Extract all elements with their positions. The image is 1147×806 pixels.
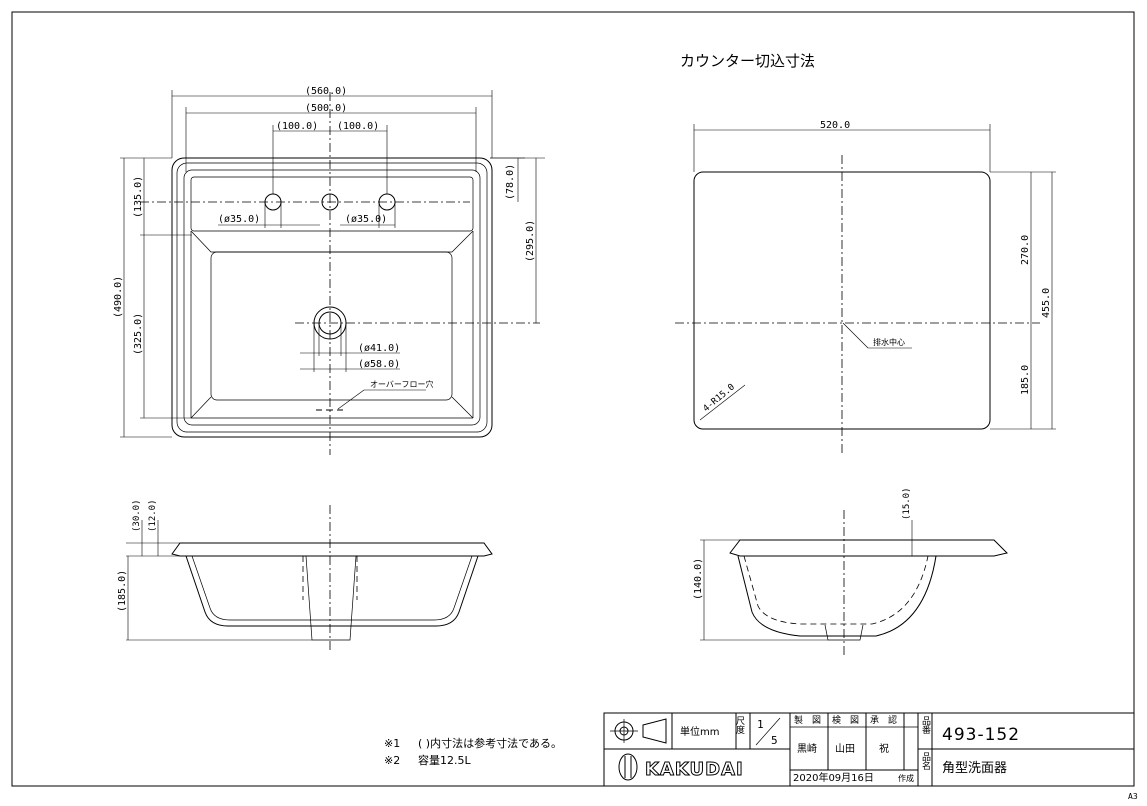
dim-cutout-back: 185.0 <box>1020 365 1031 395</box>
front-bowl <box>185 555 479 627</box>
title-block: 単位mm 尺度 1 5 製 図 検 図 承 認 黒崎 山田 祝 2020年09月… <box>603 712 1135 787</box>
cutout-title: カウンター切込寸法 <box>680 52 815 70</box>
dim-hole-offset: (78.0) <box>505 164 516 200</box>
part-name-label: 品名 <box>920 752 931 771</box>
unit-label: 単位mm <box>680 725 719 738</box>
dim-overall-depth: (490.0) <box>113 276 124 318</box>
note-1-text: ( )内寸法は参考寸法である。 <box>418 736 562 750</box>
side-rim <box>729 539 1008 557</box>
drain-center-label: 排水中心 <box>873 337 905 347</box>
dim-hole-from-top: (135.0) <box>133 176 144 218</box>
dim-drain-dia-outer: (ø58.0) <box>358 359 400 370</box>
dim-cutout-depth: 455.0 <box>1041 288 1052 318</box>
part-no: 493-152 <box>942 725 1020 745</box>
projection-symbol-icon <box>610 718 667 744</box>
dim-drain-to-bottom: (325.0) <box>133 313 144 355</box>
basin-deck <box>190 176 474 232</box>
date-suffix: 作成 <box>898 773 914 783</box>
dim-front-bowl-depth: (185.0) <box>117 570 128 612</box>
check-name: 山田 <box>835 743 855 755</box>
dim-hole-dia-right: (ø35.0) <box>345 214 387 225</box>
dim-cutout-front: 270.0 <box>1020 235 1031 265</box>
scale-numerator: 1 <box>757 718 764 731</box>
dim-overall-width: (560.0) <box>305 86 347 97</box>
dim-hole-pitch-right: (100.0) <box>337 121 379 132</box>
made-label: 製 図 <box>794 714 821 726</box>
approve-label: 承 認 <box>870 714 897 726</box>
date: 2020年09月16日 <box>793 771 874 784</box>
scale-label: 尺度 <box>734 716 745 735</box>
side-bowl <box>737 555 937 637</box>
side-drain <box>824 624 864 641</box>
dim-rim-thickness: (12.0) <box>148 499 158 532</box>
faucet-hole-center <box>321 193 339 211</box>
front-rim <box>171 542 493 557</box>
top-view: (560.0) (500.0) (100.0) (100.0) (ø35.0) … <box>113 86 545 455</box>
note-2-mark: ※2 <box>384 754 400 767</box>
dim-side-rim-offset: (15.0) <box>902 487 912 520</box>
approve-name: 祝 <box>879 742 889 755</box>
note-2-text: 容量12.5L <box>418 753 471 767</box>
scale-denominator: 5 <box>771 734 778 747</box>
made-name: 黒崎 <box>797 742 817 755</box>
basin-outer-rim <box>171 157 493 438</box>
overflow-label: オーバーフロー穴 <box>370 379 433 389</box>
brand-name: KAKUDAI <box>645 759 744 780</box>
part-no-label: 品番 <box>920 716 931 734</box>
dim-hole-pitch-left: (100.0) <box>276 121 318 132</box>
dim-cutout-width: 520.0 <box>820 120 850 131</box>
dim-rim-height: (30.0) <box>132 499 142 532</box>
dim-drain-from-top: (295.0) <box>525 220 536 262</box>
counter-cutout-view: カウンター切込寸法 520.0 270.0 185.0 455.0 4-R15.… <box>675 52 1056 455</box>
front-drain-pipe <box>305 555 357 641</box>
basin-bowl-floor <box>210 251 453 401</box>
dim-inner-width: (500.0) <box>305 103 347 114</box>
check-label: 検 図 <box>832 714 859 726</box>
sheet-border <box>11 11 1135 787</box>
dim-cutout-radius: 4-R15.0 <box>702 382 737 414</box>
sheet-size-label: A3 <box>1128 792 1138 801</box>
part-name: 角型洗面器 <box>942 761 1007 776</box>
dim-side-bowl-depth: (140.0) <box>693 558 704 600</box>
dim-drain-dia-inner: (ø41.0) <box>358 343 400 354</box>
notes: ※1 ( )内寸法は参考寸法である。 ※2 容量12.5L <box>384 736 562 767</box>
kakudai-logo: KAKUDAI <box>618 753 744 781</box>
dim-hole-dia-left: (ø35.0) <box>218 214 260 225</box>
side-section-view: (140.0) (15.0) <box>693 487 1008 655</box>
basin-bowl-outline <box>190 230 474 253</box>
note-1-mark: ※1 <box>384 737 400 750</box>
front-section-view: (30.0) (12.0) (185.0) <box>117 499 493 650</box>
